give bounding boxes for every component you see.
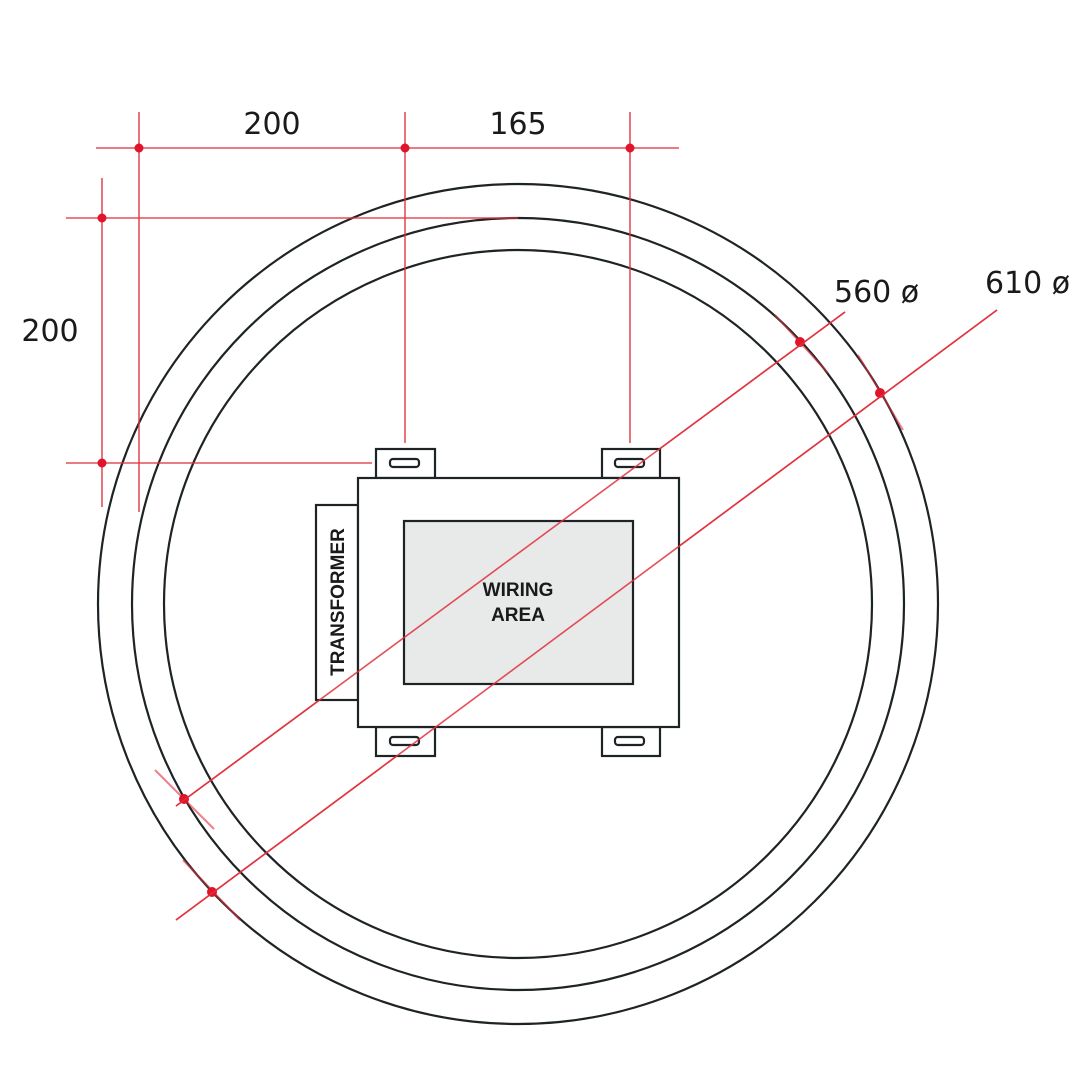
inner-circle: [162, 248, 874, 960]
dim-label-560-diameter: 560 ø: [834, 275, 919, 310]
dim-label-610-diameter: 610 ø: [985, 266, 1070, 301]
wiring-area: [402, 519, 635, 686]
diagonal-overlay: [175, 309, 998, 921]
dim-label-200-left: 200: [21, 314, 78, 349]
dim-label-165: 165: [489, 107, 546, 142]
bracket-slot: [388, 735, 421, 747]
housing-assembly: [314, 447, 681, 758]
dim-label-200-top: 200: [243, 107, 300, 142]
dimension-dot: [97, 213, 107, 223]
wiring-label-line1: WIRING: [483, 580, 554, 601]
transformer-label: TRANSFORMER: [328, 528, 349, 676]
dimension-dot: [97, 458, 107, 468]
dimension-dot: [795, 337, 805, 347]
dimension-dot: [625, 143, 635, 153]
bracket-slot: [613, 735, 646, 747]
wiring-label-line2: AREA: [491, 605, 545, 626]
bracket-slot: [388, 457, 421, 469]
outer-circle-610: [96, 182, 940, 1026]
dimension-dot: [134, 143, 144, 153]
transformer-box: [314, 503, 360, 702]
dimension-dot: [400, 143, 410, 153]
